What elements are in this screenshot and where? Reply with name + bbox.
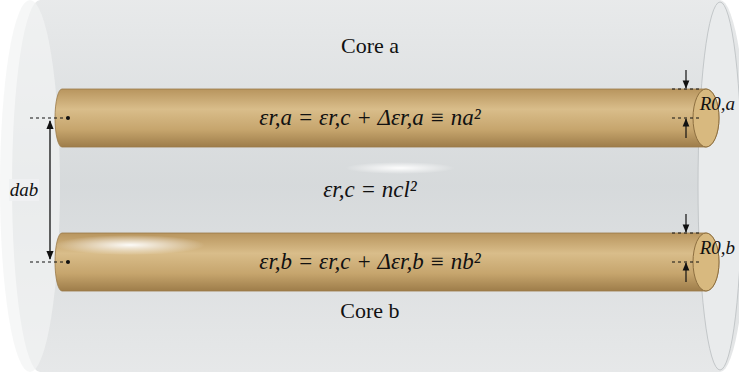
dimension-arrow bbox=[49, 121, 50, 259]
cladding-body bbox=[12, 0, 739, 372]
cladding-end bbox=[698, 2, 739, 370]
center-dot bbox=[66, 260, 70, 264]
highlight bbox=[55, 235, 205, 255]
center-dot bbox=[66, 116, 70, 120]
dimension-arrow bbox=[685, 70, 686, 88]
dimension-label: dab bbox=[9, 179, 40, 201]
dimension-arrow bbox=[685, 214, 686, 232]
leader-line bbox=[30, 118, 68, 119]
permittivity-formula: εr,a = εr,c + Δεr,a ≡ na² bbox=[259, 105, 480, 131]
highlight bbox=[345, 162, 455, 174]
dimension-arrow bbox=[685, 263, 686, 282]
leader-line bbox=[672, 118, 700, 119]
core-a: Core aεr,a = εr,c + Δεr,a ≡ na² bbox=[62, 89, 706, 147]
permittivity-formula: εr,c = ncl² bbox=[323, 177, 416, 203]
permittivity-formula: εr,b = εr,c + Δεr,b ≡ nb² bbox=[259, 249, 480, 275]
cladding-left-fade bbox=[0, 0, 60, 372]
leader-line bbox=[672, 233, 700, 234]
leader-line bbox=[30, 262, 68, 263]
dimension-label: R0,a bbox=[700, 93, 735, 115]
core-label: Core b bbox=[340, 298, 399, 324]
core-b: εr,b = εr,c + Δεr,b ≡ nb²Core b bbox=[62, 233, 706, 291]
core-b-body bbox=[55, 233, 719, 291]
core-a-body bbox=[55, 89, 719, 147]
dimension-label: R0,b bbox=[700, 237, 735, 259]
core-label: Core a bbox=[341, 33, 399, 59]
leader-line bbox=[672, 89, 700, 90]
leader-line bbox=[672, 262, 700, 263]
dimension-arrow bbox=[685, 119, 686, 138]
